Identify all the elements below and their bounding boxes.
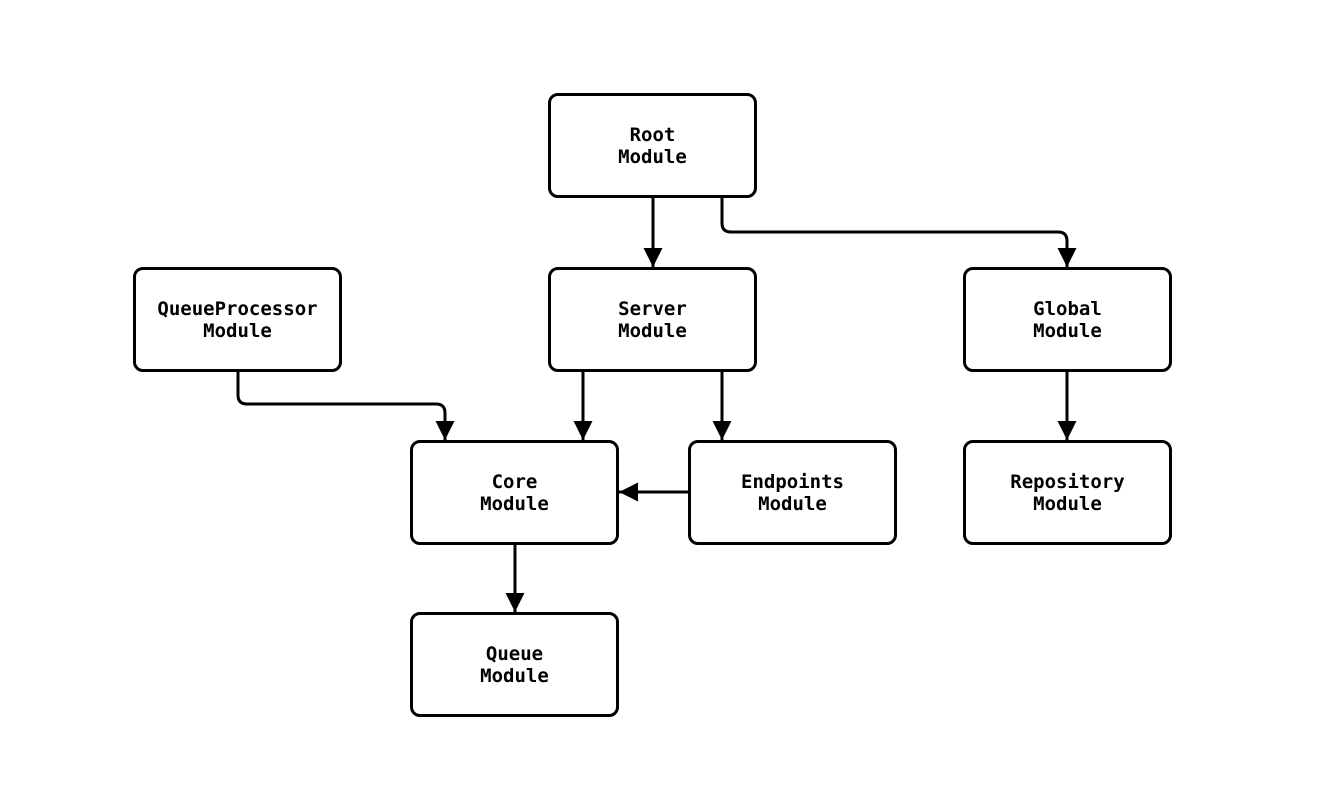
node-queueprocessor-module: QueueProcessor Module: [133, 267, 342, 372]
node-label: Root Module: [618, 123, 687, 168]
node-core-module: Core Module: [410, 440, 619, 545]
node-label: Queue Module: [480, 642, 549, 687]
node-label: Global Module: [1033, 297, 1102, 342]
node-label: QueueProcessor Module: [157, 297, 318, 342]
node-label: Core Module: [480, 470, 549, 515]
node-queue-module: Queue Module: [410, 612, 619, 717]
node-label: Repository Module: [1010, 470, 1125, 515]
node-repository-module: Repository Module: [963, 440, 1172, 545]
edge-queueprocessor-to-core: [236, 372, 455, 440]
node-label: Endpoints Module: [741, 470, 844, 515]
node-server-module: Server Module: [548, 267, 757, 372]
node-endpoints-module: Endpoints Module: [688, 440, 897, 545]
node-global-module: Global Module: [963, 267, 1172, 372]
node-label: Server Module: [618, 297, 687, 342]
node-root-module: Root Module: [548, 93, 757, 198]
edge-root-to-global: [720, 198, 1077, 267]
